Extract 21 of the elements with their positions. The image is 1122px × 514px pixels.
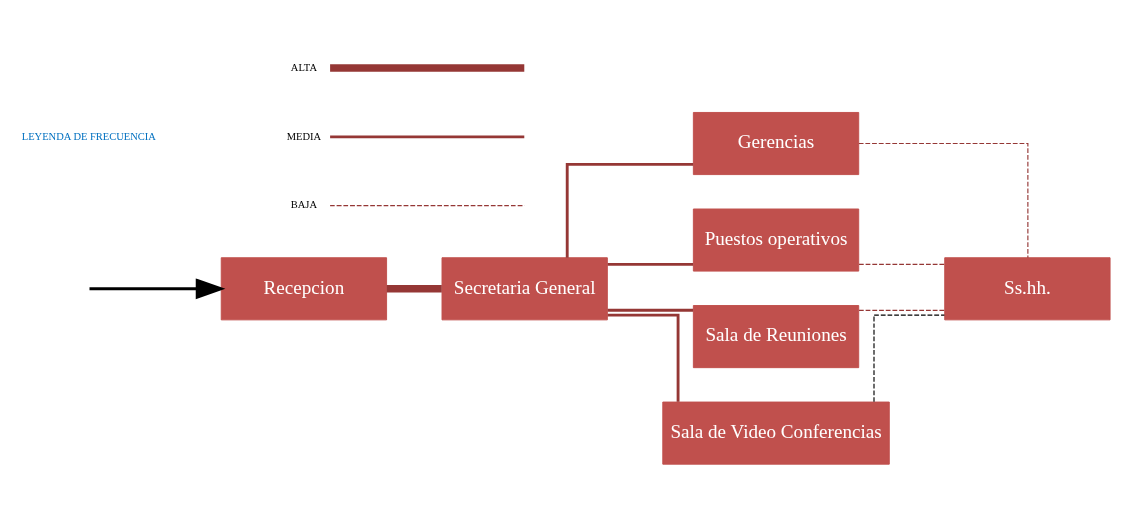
node-box: Recepcion [220,256,388,320]
connector [607,262,694,266]
node-box: Sala de Reuniones [692,304,860,368]
connector [858,142,1029,258]
node-box: Puestos operativos [692,208,860,272]
legend-label: BAJA [290,198,318,210]
connector [386,284,442,293]
legend-label: ALTA [290,61,317,73]
legend-label: MEDIA [286,130,322,142]
connector [858,309,946,311]
connector [565,162,694,258]
connector [607,308,694,312]
node-box: Sala de Video Conferencias [662,401,890,465]
node-box: Ss.hh. [944,256,1111,320]
arrow [89,277,226,299]
connector [607,313,680,402]
connector [858,263,946,265]
node-box: Secretaria General [441,256,608,320]
connector [873,314,945,402]
node-box: Gerencias [692,111,860,175]
label: LEYENDA DE FRECUENCIA [21,130,156,142]
